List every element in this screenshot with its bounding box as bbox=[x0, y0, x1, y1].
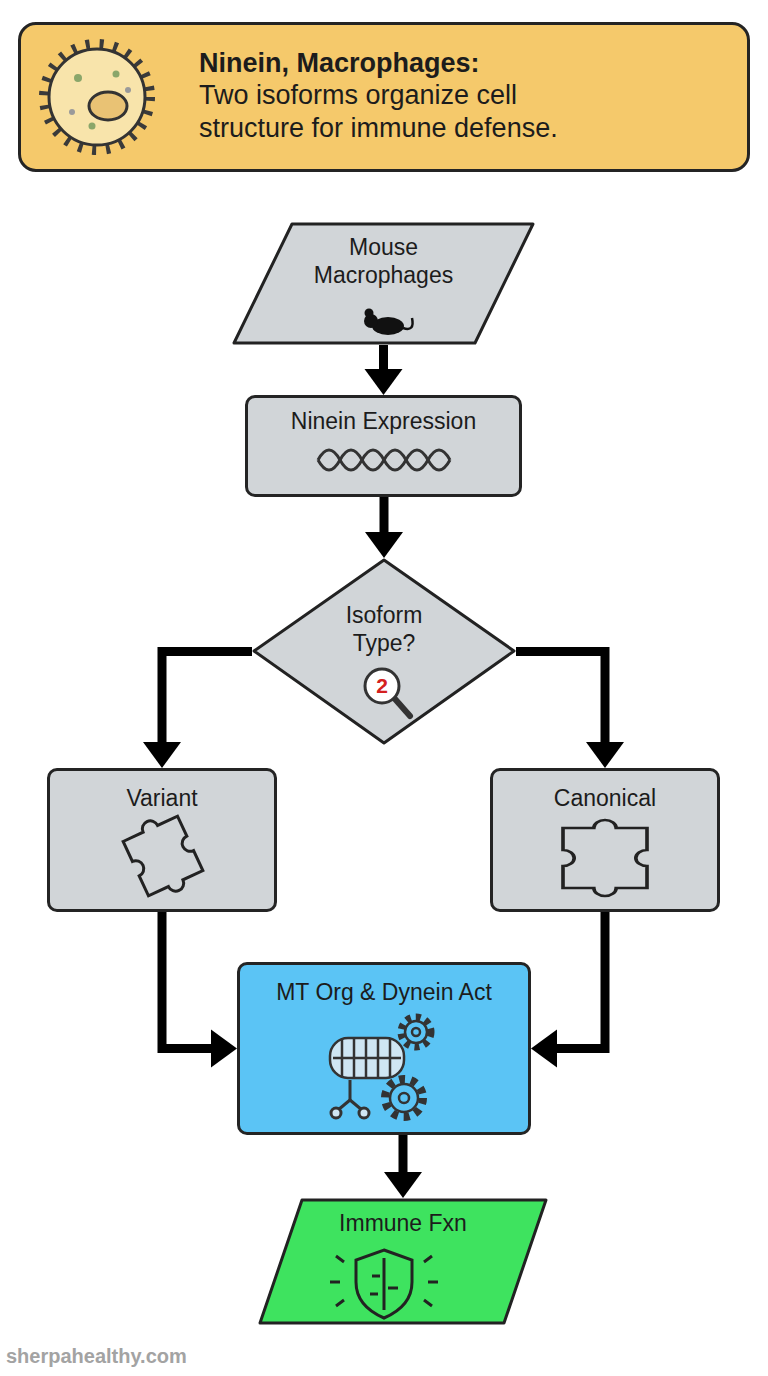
text-holder: Ninein Expression bbox=[248, 408, 519, 436]
node-heading: MT Org & Dynein Act bbox=[244, 979, 524, 1007]
arrow-head bbox=[143, 742, 181, 768]
flow-arrow bbox=[365, 497, 403, 558]
text-holder: Mouse Macrophages bbox=[232, 234, 535, 289]
node-heading: Isoform Type? bbox=[324, 602, 444, 657]
connector-line bbox=[162, 912, 213, 1049]
text-holder: Canonical bbox=[493, 785, 717, 813]
shape-polygon bbox=[260, 1200, 546, 1323]
connector-line bbox=[399, 1135, 408, 1174]
arrow-head bbox=[384, 1172, 422, 1198]
connector-line bbox=[555, 912, 605, 1049]
connector-line bbox=[380, 497, 389, 534]
text-holder: Immune Fxn bbox=[258, 1210, 548, 1238]
node-heading: Variant bbox=[57, 785, 267, 813]
magnifier-icon bbox=[365, 669, 410, 716]
macrophage-icon bbox=[44, 44, 150, 150]
microtubule-icon bbox=[330, 1038, 404, 1078]
title-banner: Ninein, Macrophages:Two isoforms organiz… bbox=[18, 22, 750, 172]
shape-polygon bbox=[254, 560, 514, 743]
dna-icon bbox=[318, 450, 450, 470]
flow-arrow bbox=[384, 1135, 422, 1198]
flow-arrow bbox=[143, 652, 252, 769]
node-heading: Canonical bbox=[500, 785, 710, 813]
node-heading: Immune Fxn bbox=[303, 1210, 503, 1238]
output-parallelogram: Immune Fxn bbox=[258, 1198, 548, 1325]
text-holder: Ninein, Macrophages:Two isoforms organiz… bbox=[199, 47, 629, 144]
process-box: Canonical bbox=[490, 768, 720, 912]
connector-line bbox=[379, 345, 388, 371]
mouse-icon bbox=[364, 309, 413, 336]
node-heading: Ninein Expression bbox=[254, 408, 514, 436]
input-parallelogram: Mouse Macrophages bbox=[232, 222, 535, 345]
arrow-head bbox=[586, 742, 624, 768]
flow-arrow bbox=[516, 652, 624, 769]
process-box: Ninein Expression bbox=[245, 395, 522, 497]
text-holder: Isoform Type? bbox=[252, 602, 516, 657]
node-heading: Mouse Macrophages bbox=[304, 234, 464, 289]
process-box: Variant bbox=[47, 768, 277, 912]
decision-diamond: Isoform Type? bbox=[252, 558, 516, 745]
node-body: Two isoforms organize cell structure for… bbox=[199, 79, 629, 144]
puzzle-piece-icon bbox=[563, 820, 647, 896]
puzzle-piece-icon bbox=[120, 809, 206, 903]
arrow-head bbox=[531, 1030, 557, 1068]
process-box: MT Org & Dynein Act bbox=[237, 962, 531, 1135]
flow-arrow bbox=[162, 912, 237, 1068]
shape-polygon bbox=[234, 224, 533, 343]
flow-arrow bbox=[365, 345, 403, 395]
arrow-head bbox=[211, 1030, 237, 1068]
dynein-icon bbox=[331, 1080, 369, 1118]
connector-line bbox=[162, 652, 252, 745]
node-heading: Ninein, Macrophages: bbox=[199, 47, 629, 79]
arrow-head bbox=[365, 369, 403, 395]
flow-arrow bbox=[531, 912, 605, 1068]
connector-line bbox=[516, 652, 605, 745]
gear-icon bbox=[385, 1017, 431, 1117]
text-holder: Variant bbox=[50, 785, 274, 813]
arrow-head bbox=[365, 532, 403, 558]
shield-icon bbox=[330, 1250, 438, 1318]
watermark: sherpahealthy.com bbox=[6, 1344, 266, 1368]
text-holder: MT Org & Dynein Act bbox=[240, 979, 528, 1007]
